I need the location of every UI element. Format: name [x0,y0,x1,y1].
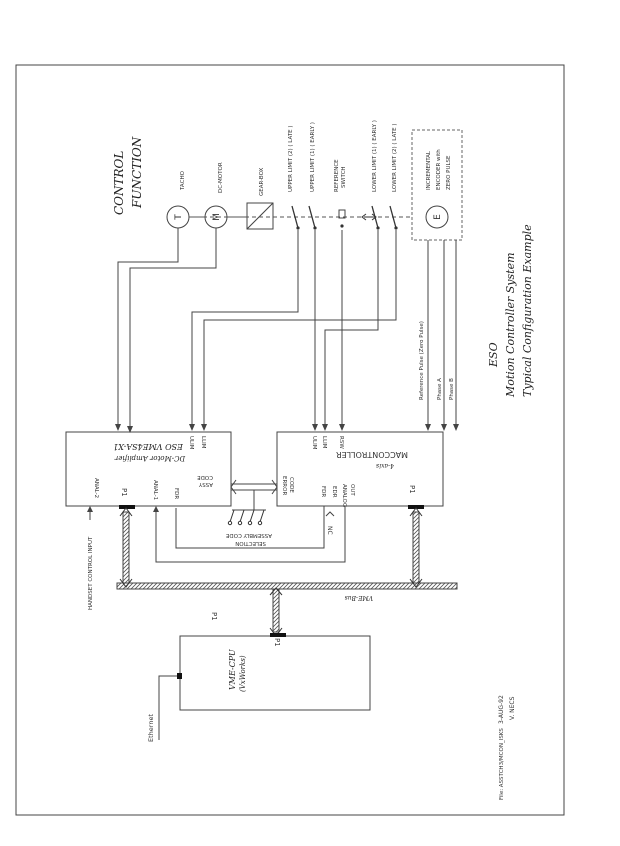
encoder-label-2: ENCODER with [436,149,442,190]
reference-label-1: REFERENCE [334,159,340,192]
encoder-box [411,129,463,241]
tacho-letter: T [174,214,184,221]
upper-limit-2-switch [291,205,300,230]
ctrl-error-label: ERROR [281,476,287,495]
amp-anal2-label: ANAL-2 [93,478,99,498]
page-frame [15,64,565,816]
cpu-box [179,635,371,711]
cpu-p1-label: P1 [273,638,281,647]
lower-limit-1-label: LOWER LIMIT (1) ( EARLY ) [372,120,378,192]
ctrl-fdr-label: FDR [320,486,326,497]
ctrl-out-label: OUT [349,484,355,496]
ethernet-cable [158,675,177,740]
encoder-label-3: ZERO PULSE [446,155,452,190]
footer-file: File: ASSTCH3/MCON_ISKS [499,728,505,800]
encoder-symbol [425,205,449,229]
lower-limit-2-switch [389,205,398,230]
title-line2: Motion Controller System [504,252,517,398]
ethernet-label: Ethernet [147,714,155,742]
ethernet-port [177,673,182,679]
phase-b-label: Phase B [449,378,455,400]
amp-p1-label: P1 [120,488,128,497]
ctrl-nc-label: NC [326,526,333,535]
assembly-code-link [230,479,278,511]
ctrl-p1-connector [408,505,424,509]
ctrl-rsw-label: RSW [338,436,344,449]
assembly-code-switches [227,509,265,526]
title-line1: ESO [487,342,500,368]
bus-connections [119,507,423,637]
cpu-os: (VxWorks) [239,655,247,692]
amp-ulim-label: ULIM [188,436,194,450]
title-line3: Typical Configuration Example [521,224,534,397]
phase-a-label: Phase A [437,378,443,400]
amplifier-name: ESO VME4SA-X1 [113,442,184,451]
lower-limit-2-label: LOWER LIMIT (2) ( LATE ) [392,123,398,192]
amp-llim-label: LLIM [200,436,206,449]
controller-name: MACCONTROLLER [336,450,408,459]
cpu-p1-connector [270,633,286,637]
ctrl-code-label: CODE [288,477,294,493]
amp-assy-label: ASSY [198,481,213,487]
ctrl-ulim-label: ULIM [311,436,317,450]
cpu-name: VME-CPU [228,649,237,690]
reference-pulse-label: Reference Pulse (Zero Pulse) [419,321,425,400]
handset-label: HANDSET CONTROL INPUT [88,536,94,610]
vme-bus [116,582,458,590]
wire-arrows [87,424,459,512]
cpu-p1-top-label: P1 [210,612,218,621]
ctrl-llim-label: LLIM [321,436,327,449]
vme-bus-label: VME-Bus [345,594,373,601]
travel-arrow [361,213,377,221]
reference-label-2: SWITCH [341,166,347,188]
upper-limit-1-switch [308,205,317,230]
amp-p1-connector [119,505,135,509]
assembly-code-label-2: SELECTION [235,540,266,546]
amplifier-subtitle: DC-Motor Amplifier [114,454,186,462]
ctrl-edr-label: EDR [331,486,337,498]
amp-anal1-label: ANAL-1 [152,480,158,500]
footer-date: 3-AUG-92 [498,695,505,724]
tacho-label: TACHO [180,170,186,191]
motor-label: DC-MOTOR [218,162,224,193]
ctrl-p1-label: P1 [408,485,416,494]
reference-switch [338,209,346,228]
control-function-line2: FUNCTION [130,136,144,209]
lower-limit-1-switch [371,205,380,230]
control-function-title: CONTROL FUNCTION [112,136,144,215]
assembly-code-label-1: ASSEMBLY CODE [225,532,272,538]
footer-author: V. NECS [509,696,516,720]
encoder-label-1: INCREMENTAL [426,150,432,190]
controller-box [276,431,444,507]
upper-limit-2-label: UPPER LIMIT (2) ( LATE ) [288,125,294,192]
ctrl-analog-label: ANALOG [341,484,347,507]
gearbox-symbol [246,202,274,230]
gearbox-label: GEAR-BOX [259,167,265,196]
amplifier-box [65,431,232,507]
control-function-line1: CONTROL [112,151,126,215]
amp-fdr-label: FDR [173,488,179,499]
diagram-title: ESO Motion Controller System Typical Con… [487,224,534,398]
controller-axis: 4-axis [376,462,395,469]
amp-code-label: CODE [197,474,213,480]
wires [89,228,457,563]
encoder-letter: E [433,214,443,220]
upper-limit-1-label: UPPER LIMIT (1) ( EARLY ) [310,122,316,192]
